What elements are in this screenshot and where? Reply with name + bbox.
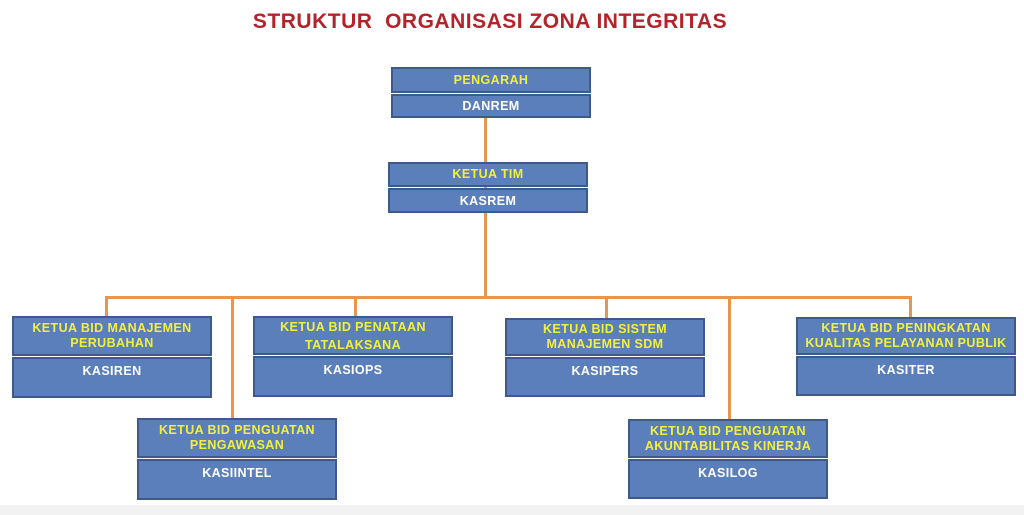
node-manajemen-perubahan: KETUA BID MANAJEMEN PERUBAHAN KASIREN [12,316,212,398]
bottom-band [0,505,1024,515]
node-akuntabilitas-kinerja: KETUA BID PENGUATAN AKUNTABILITAS KINERJ… [628,419,828,499]
node-holder: KASIOPS [253,356,453,397]
node-holder: KASIPERS [505,357,705,397]
node-ketua-tim: KETUA TIM KASREM [388,162,588,213]
node-role: KETUA BID PENGUATAN PENGAWASAN [137,418,337,458]
node-role: KETUA BID PENINGKATAN KUALITAS PELAYANAN… [796,317,1016,355]
connector-line [728,296,731,419]
node-role: KETUA BID MANAJEMEN PERUBAHAN [12,316,212,356]
node-holder: KASIINTEL [137,459,337,500]
node-pelayanan-publik: KETUA BID PENINGKATAN KUALITAS PELAYANAN… [796,317,1016,396]
node-holder: KASIREN [12,357,212,398]
node-role: KETUA BID PENGUATAN AKUNTABILITAS KINERJ… [628,419,828,458]
connector-line [354,296,357,316]
node-holder: DANREM [391,94,591,118]
chart-title: STRUKTUR ORGANISASI ZONA INTEGRITAS [252,10,728,33]
node-role: KETUA BID SISTEM MANAJEMEN SDM [505,318,705,356]
node-role: KETUA TIM [388,162,588,187]
node-penataan-tatalaksana: KETUA BID PENATAAN TATALAKSANA KASIOPS [253,316,453,397]
node-sistem-manajemen-sdm: KETUA BID SISTEM MANAJEMEN SDM KASIPERS [505,318,705,397]
connector-line [231,296,234,418]
node-role: PENGARAH [391,67,591,93]
node-holder: KASILOG [628,459,828,499]
node-holder: KASITER [796,356,1016,396]
node-holder: KASREM [388,188,588,213]
node-role: KETUA BID PENATAAN TATALAKSANA [253,316,453,355]
connector-line [605,296,608,318]
connector-line [909,296,912,317]
node-penguatan-pengawasan: KETUA BID PENGUATAN PENGAWASAN KASIINTEL [137,418,337,500]
node-pengarah: PENGARAH DANREM [391,67,591,118]
connector-line [105,296,108,316]
connector-line [105,296,912,299]
